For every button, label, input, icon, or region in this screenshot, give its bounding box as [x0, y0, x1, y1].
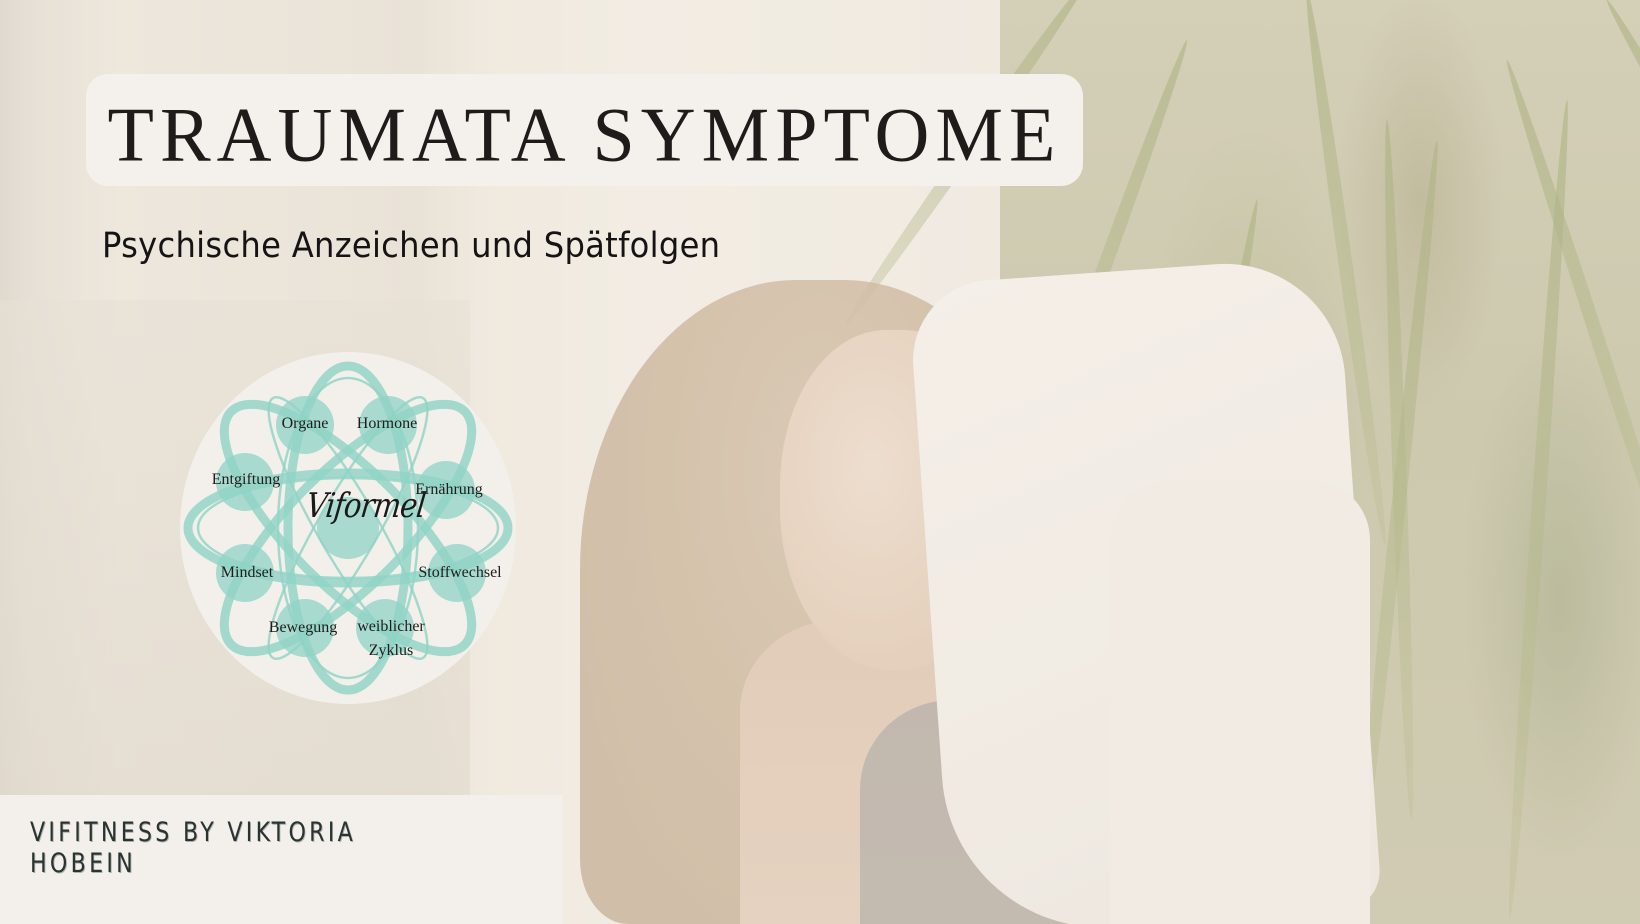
- viformel-diagram: Organe Hormone Ernährung Stoffwechsel we…: [178, 351, 518, 705]
- node-hormone: Hormone: [356, 415, 418, 432]
- node-ernaehrung: Ernährung: [415, 481, 483, 498]
- viformel-script-label: Viformel: [304, 486, 428, 526]
- white-sleeve-lower: [1110, 480, 1370, 924]
- title-panel: TRAUMATA SYMPTOME: [86, 74, 1083, 186]
- node-weiblicher-zyklus: weiblicher Zyklus: [357, 618, 425, 659]
- subtitle: Psychische Anzeichen und Spätfolgen: [102, 226, 721, 266]
- page-title: TRAUMATA SYMPTOME: [107, 92, 1062, 178]
- node-entgiftung: Entgiftung: [211, 471, 281, 488]
- node-bewegung: Bewegung: [268, 619, 338, 636]
- node-stoffwechsel: Stoffwechsel: [418, 564, 502, 581]
- footer-panel: VIFITNESS BY VIKTORIA HOBEIN: [0, 795, 563, 924]
- node-mindset: Mindset: [220, 564, 274, 581]
- brand-footer: VIFITNESS BY VIKTORIA HOBEIN: [30, 817, 357, 879]
- atom-orbits-icon: [180, 352, 516, 704]
- node-organe: Organe: [281, 415, 329, 432]
